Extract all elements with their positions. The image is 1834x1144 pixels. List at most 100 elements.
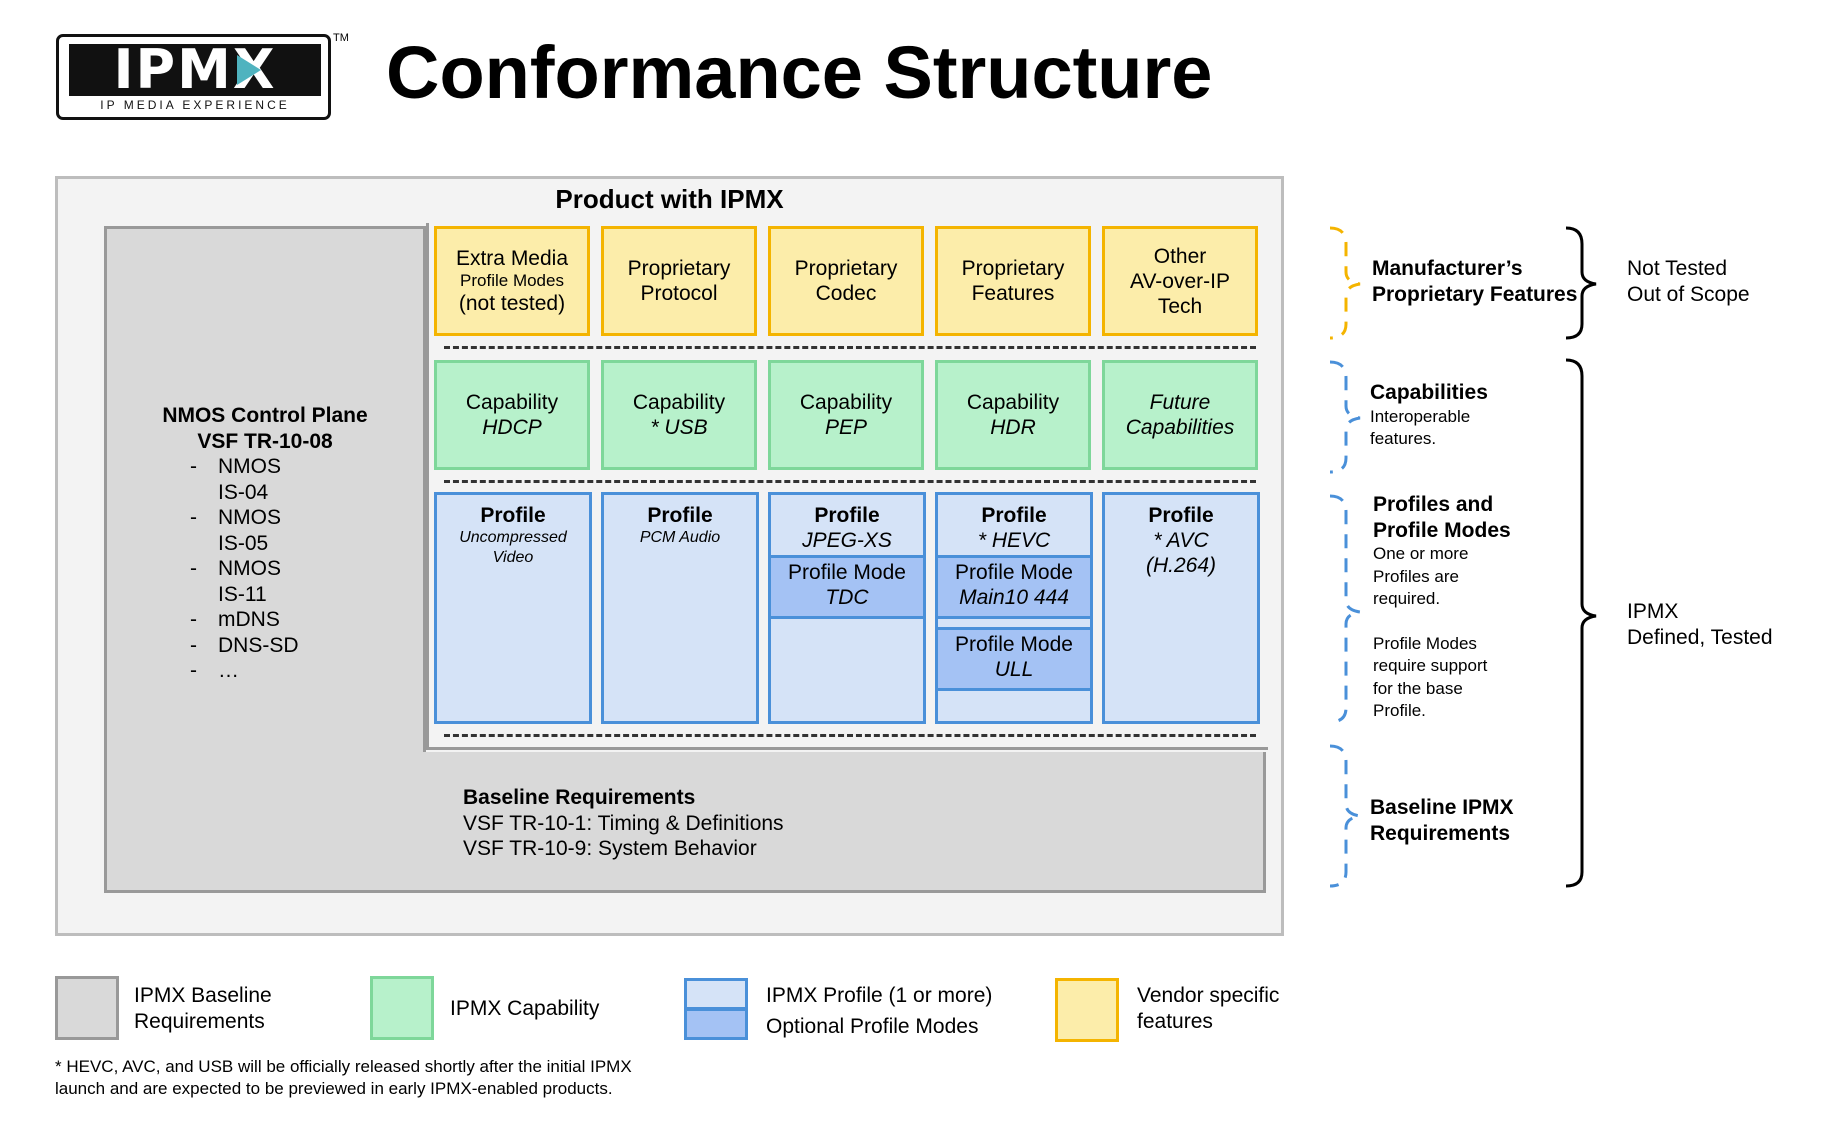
profile-title: Profile bbox=[480, 504, 546, 527]
label-line: for the base bbox=[1373, 678, 1463, 698]
label-title: Profile Modes bbox=[1373, 518, 1511, 542]
trademark-mark: TM bbox=[333, 32, 349, 44]
label-line: Interoperable bbox=[1370, 406, 1471, 426]
label-title: Capabilities bbox=[1370, 381, 1488, 404]
nmos-list-item: mDNS bbox=[190, 607, 410, 633]
legend-label-vendor: Vendor specific features bbox=[1137, 983, 1279, 1034]
profile-mode-name: TDC bbox=[825, 586, 869, 609]
ipmx-tested-brace bbox=[1565, 358, 1597, 888]
legend-label-baseline: IPMX Baseline Requirements bbox=[134, 983, 272, 1034]
vendor-box-line: Codec bbox=[815, 282, 877, 305]
vendor-box-protocol: Proprietary Protocol bbox=[601, 226, 757, 336]
capability-box-future: Future Capabilities bbox=[1102, 360, 1258, 470]
nmos-list-item: DNS-SD bbox=[190, 633, 410, 659]
nmos-spec: VSF TR-10-08 bbox=[197, 429, 333, 453]
label-baseline-ipmx: Baseline IPMX Requirements bbox=[1370, 795, 1514, 846]
legend-swatch-profile bbox=[684, 978, 748, 1010]
legend-line: Vendor specific bbox=[1137, 984, 1280, 1007]
baseline-requirements: Baseline Requirements VSF TR-10-1: Timin… bbox=[463, 785, 784, 862]
label-line: Not Tested bbox=[1627, 257, 1728, 280]
capability-name: Capabilities bbox=[1125, 416, 1235, 439]
vendor-box-line: Tech bbox=[1157, 294, 1203, 318]
profile-mode-label: Profile Mode bbox=[955, 561, 1073, 584]
capability-name: HDR bbox=[990, 416, 1036, 439]
label-line: Baseline IPMX bbox=[1370, 796, 1514, 819]
ipmx-logo: IPMX IP MEDIA EXPERIENCE bbox=[56, 34, 331, 120]
label-capabilities: Capabilities Interoperable features. bbox=[1370, 380, 1488, 451]
profile-name: * AVC bbox=[1153, 529, 1209, 552]
nmos-title: NMOS Control Plane bbox=[162, 404, 368, 427]
vendor-box-features: Proprietary Features bbox=[935, 226, 1091, 336]
baseline-area bbox=[104, 752, 1266, 893]
footnote: * HEVC, AVC, and USB will be officially … bbox=[55, 1057, 632, 1098]
vendor-box-codec: Proprietary Codec bbox=[768, 226, 924, 336]
logo-subtitle: IP MEDIA EXPERIENCE bbox=[100, 98, 290, 112]
baseline-title: Baseline Requirements bbox=[463, 786, 696, 809]
vendor-box-line: Other bbox=[1153, 244, 1207, 268]
label-line: Profiles are bbox=[1373, 566, 1459, 586]
profile-name: * HEVC bbox=[977, 529, 1051, 552]
capability-name: PEP bbox=[824, 416, 868, 439]
label-line: IPMX bbox=[1627, 600, 1679, 623]
capability-label: Future bbox=[1149, 391, 1211, 414]
label-line: require support bbox=[1373, 656, 1488, 675]
side-brackets bbox=[1329, 226, 1361, 888]
legend-swatch-baseline bbox=[55, 976, 119, 1040]
logo-wordmark: IPMX bbox=[69, 43, 321, 97]
capability-box-pep: Capability PEP bbox=[768, 360, 924, 470]
profile-title: Profile bbox=[814, 504, 880, 527]
label-line: Proprietary Features bbox=[1372, 282, 1578, 306]
label-line: Out of Scope bbox=[1627, 282, 1750, 306]
label-manufacturer-features: Manufacturer’s Proprietary Features bbox=[1372, 256, 1577, 307]
capabilities-brace bbox=[1329, 360, 1361, 474]
nmos-list-item: … bbox=[190, 658, 410, 684]
profiles-brace bbox=[1329, 494, 1361, 724]
label-line: features. bbox=[1370, 429, 1437, 448]
capability-name: HDCP bbox=[482, 416, 542, 439]
vendor-box-line: Proprietary bbox=[627, 257, 731, 280]
capability-label: Capability bbox=[632, 391, 726, 414]
legend-label-profile: IPMX Profile (1 or more) bbox=[766, 984, 993, 1007]
divider-dashed bbox=[444, 480, 1256, 483]
profile-name: PCM Audio bbox=[639, 529, 721, 546]
scope-brackets bbox=[1565, 226, 1597, 888]
profile-title: Profile bbox=[981, 504, 1047, 527]
vendor-box-line: Proprietary bbox=[794, 257, 898, 280]
legend-line: IPMX Baseline bbox=[134, 984, 272, 1007]
capability-label: Capability bbox=[465, 391, 559, 414]
profile-name: Video bbox=[492, 549, 534, 566]
baseline-line: VSF TR-10-9: System Behavior bbox=[463, 837, 757, 860]
profile-box-jpeg-xs: Profile JPEG-XS Profile Mode TDC bbox=[768, 492, 926, 724]
capability-box-hdcp: Capability HDCP bbox=[434, 360, 590, 470]
profile-mode-main10-444: Profile Mode Main10 444 bbox=[938, 555, 1090, 619]
profile-mode-label: Profile Mode bbox=[788, 561, 906, 584]
profile-mode-label: Profile Mode bbox=[955, 633, 1073, 656]
profile-box-hevc: Profile * HEVC Profile Mode Main10 444 P… bbox=[935, 492, 1093, 724]
capability-box-hdr: Capability HDR bbox=[935, 360, 1091, 470]
vendor-box-line: AV-over-IP bbox=[1130, 269, 1230, 293]
vendor-box-extra-media: Extra Media Profile Modes (not tested) bbox=[434, 226, 590, 336]
profile-mode-ull: Profile Mode ULL bbox=[938, 627, 1090, 691]
profile-box-uncompressed-video: Profile Uncompressed Video bbox=[434, 492, 592, 724]
label-title: Profiles and bbox=[1373, 493, 1494, 516]
capability-name: * USB bbox=[650, 416, 708, 439]
divider-dashed bbox=[444, 346, 1256, 349]
product-title: Product with IPMX bbox=[555, 184, 784, 214]
capability-box-usb: Capability * USB bbox=[601, 360, 757, 470]
legend-swatch-capability bbox=[370, 976, 434, 1040]
baseline-line: VSF TR-10-1: Timing & Definitions bbox=[463, 811, 784, 835]
vendor-box-other-tech: Other AV-over-IP Tech bbox=[1102, 226, 1258, 336]
profile-name: JPEG-XS bbox=[802, 529, 892, 552]
label-line: Profile Modes bbox=[1373, 633, 1477, 653]
profile-box-avc: Profile * AVC (H.264) bbox=[1102, 492, 1260, 724]
label-ipmx-defined: IPMX Defined, Tested bbox=[1627, 599, 1773, 650]
profile-title: Profile bbox=[1148, 504, 1214, 527]
label-line: required. bbox=[1373, 589, 1441, 608]
legend-line: features bbox=[1137, 1009, 1213, 1033]
legend-swatch-vendor bbox=[1055, 978, 1119, 1042]
profile-name: Uncompressed bbox=[459, 529, 567, 546]
